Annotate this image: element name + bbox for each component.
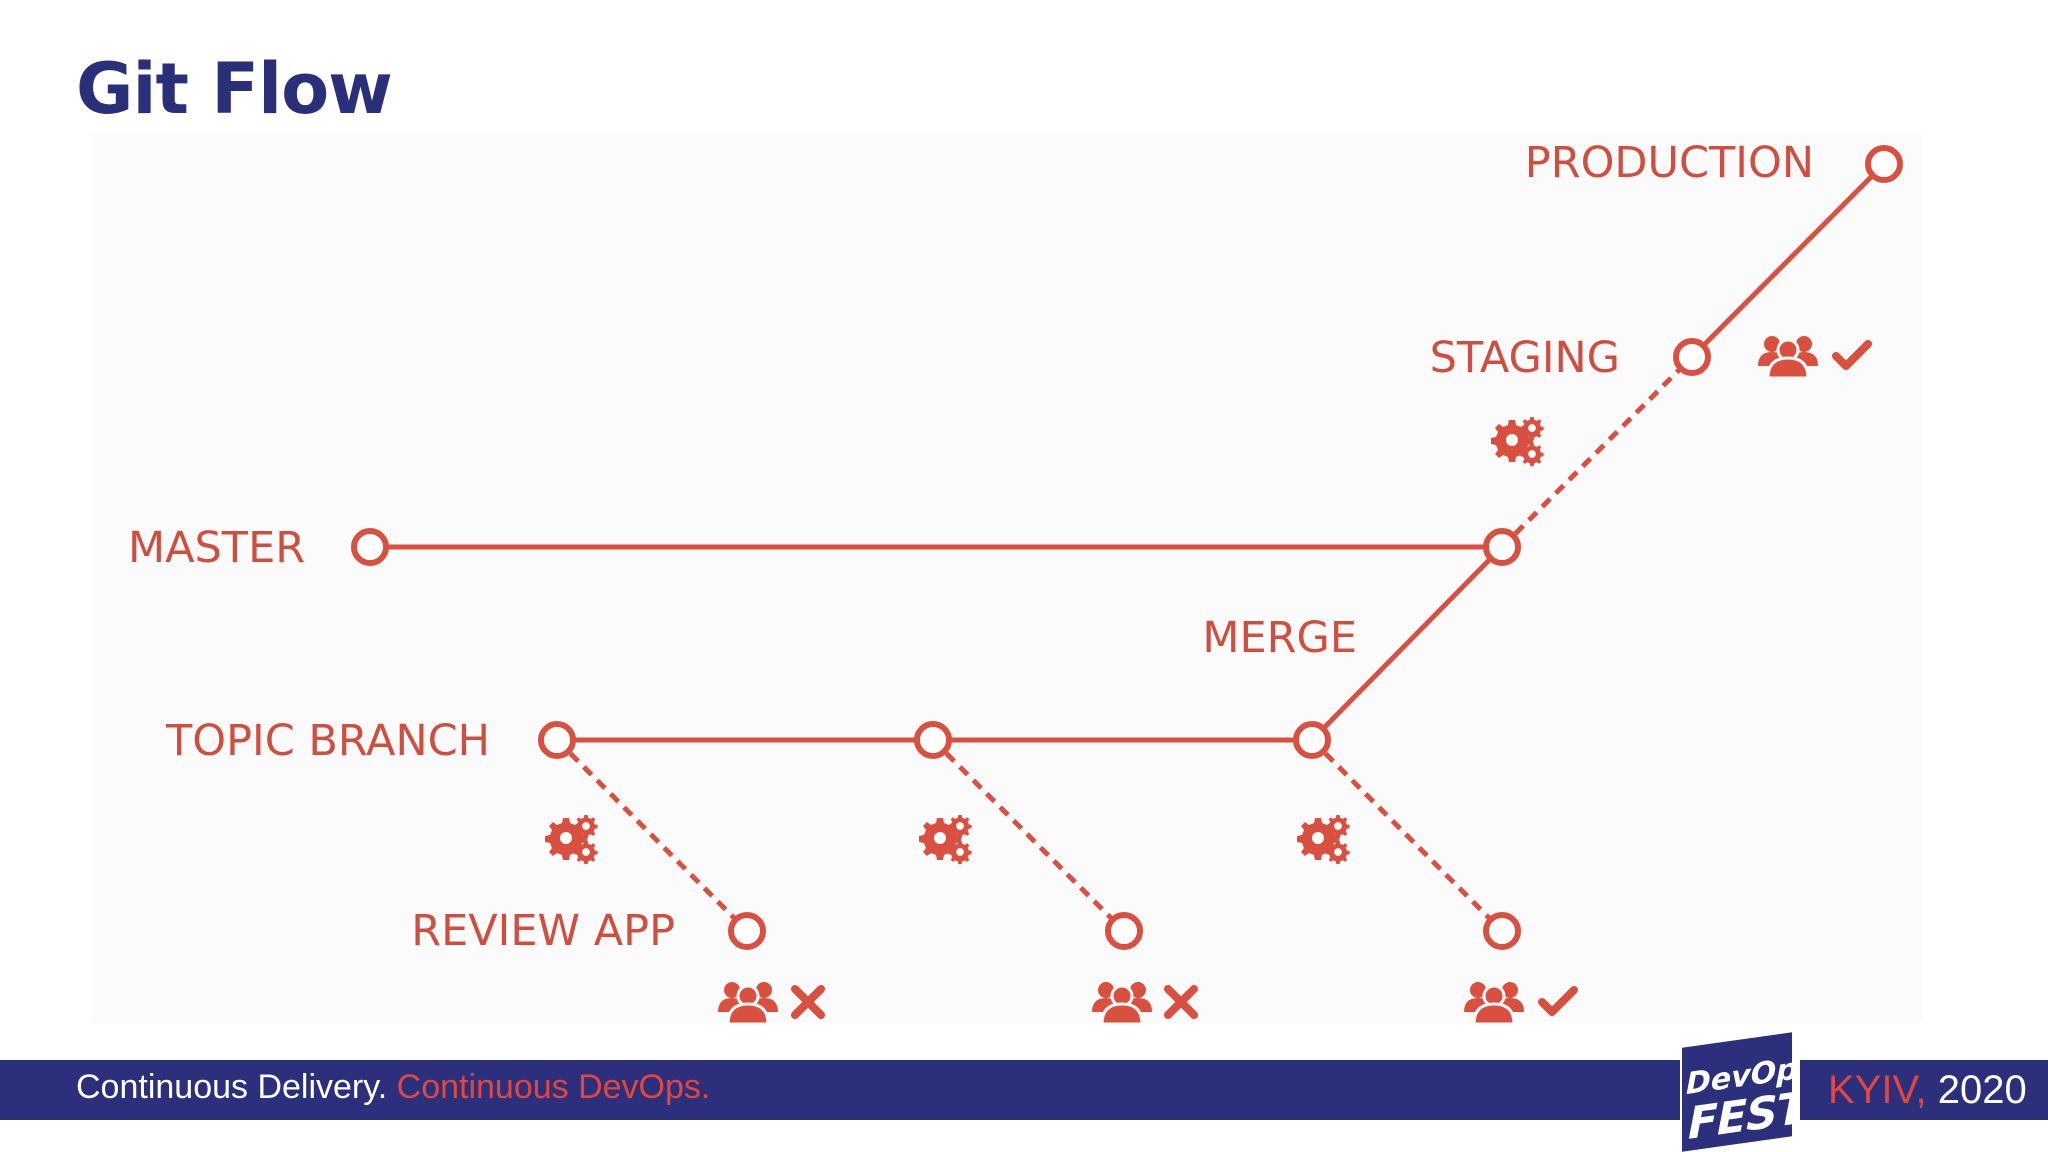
- gears-icon: [1491, 417, 1544, 467]
- topic-branch-node-2: [914, 721, 952, 759]
- master-start-node: [351, 528, 389, 566]
- footer-tagline: Continuous Delivery. Continuous DevOps.: [76, 1068, 710, 1107]
- review-app-node-2: [1105, 912, 1143, 950]
- label-merge: MERGE: [1202, 613, 1357, 663]
- topic-branch-node-3: [1293, 721, 1331, 759]
- tagline-part2: Continuous DevOps.: [387, 1068, 711, 1106]
- merge-line: [1310, 545, 1504, 742]
- cross-icon: [795, 989, 821, 1015]
- review-app-line-3: [1310, 738, 1504, 933]
- team-icon: [716, 980, 780, 1026]
- event-city: KYIV,: [1828, 1068, 1927, 1112]
- check-icon: [1836, 344, 1868, 366]
- team-icon: [1090, 980, 1154, 1026]
- tagline-part1: Continuous Delivery.: [76, 1068, 388, 1106]
- production-node: [1865, 145, 1903, 183]
- gears-icon: [1297, 815, 1350, 865]
- team-icon: [1756, 334, 1820, 380]
- staging-deploy-line: [1500, 355, 1694, 549]
- diagram-panel: [92, 132, 1922, 1022]
- cross-icon: [1168, 989, 1194, 1015]
- devopsfest-logo: DevOps FEST: [1682, 1032, 1816, 1152]
- footer-bar: Continuous Delivery. Continuous DevOps.: [0, 1060, 1680, 1120]
- label-review-app: REVIEW APP: [411, 906, 675, 956]
- label-staging: STAGING: [1430, 333, 1620, 383]
- merge-node: [1483, 528, 1521, 566]
- gears-icon: [545, 815, 598, 865]
- team-icon: [1462, 980, 1526, 1026]
- production-line: [1690, 162, 1886, 359]
- label-master: MASTER: [128, 523, 305, 573]
- gears-icon: [919, 815, 972, 865]
- label-production: PRODUCTION: [1525, 138, 1814, 188]
- topic-branch-node-1: [538, 721, 576, 759]
- review-app-node-3: [1483, 912, 1521, 950]
- review-app-line-1: [555, 738, 749, 933]
- review-app-line-2: [931, 738, 1126, 933]
- staging-node: [1673, 338, 1711, 376]
- check-icon: [1542, 990, 1574, 1012]
- event-year: 2020: [1926, 1068, 2027, 1112]
- label-topic-branch: TOPIC BRANCH: [165, 716, 490, 766]
- page-title: Git Flow: [76, 48, 393, 130]
- review-app-node-1: [728, 912, 766, 950]
- event-location: KYIV, 2020: [1800, 1060, 2048, 1120]
